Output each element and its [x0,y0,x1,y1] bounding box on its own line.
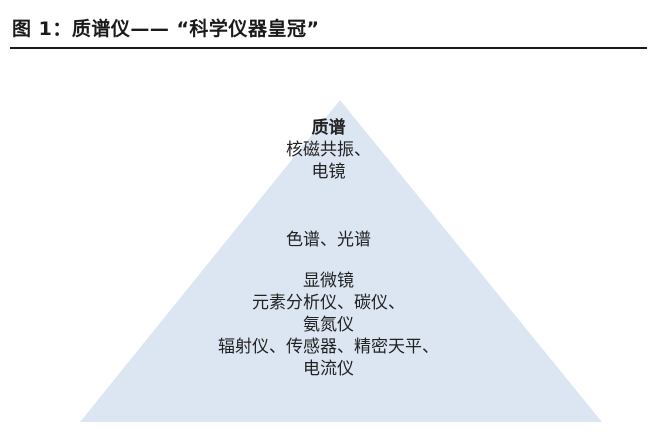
title-divider [10,47,647,49]
pyramid-tier-middle: 色谱、光谱 [0,229,657,251]
tier-top-line: 电镜 [311,162,346,182]
tier-base-line: 显微镜 [303,271,354,291]
tier-top-line: 核磁共振、 [286,140,371,160]
tier-base-line: 电流仪 [303,359,354,379]
pyramid-tier-base: 显微镜 元素分析仪、碳仪、 氨氮仪 辐射仪、传感器、精密天平、 电流仪 [0,270,657,380]
pyramid-tier-top: 质谱 核磁共振、 电镜 [0,117,657,183]
pyramid-shape [80,100,602,422]
tier-base-line: 元素分析仪、碳仪、 [252,293,405,313]
figure-title: 图 1：质谱仪—— “科学仪器皇冠” [12,18,320,40]
tier-top-heading: 质谱 [311,118,346,138]
tier-base-line: 氨氮仪 [303,315,354,335]
tier-base-line: 辐射仪、传感器、精密天平、 [218,337,439,357]
tier-middle-line: 色谱、光谱 [286,230,371,250]
